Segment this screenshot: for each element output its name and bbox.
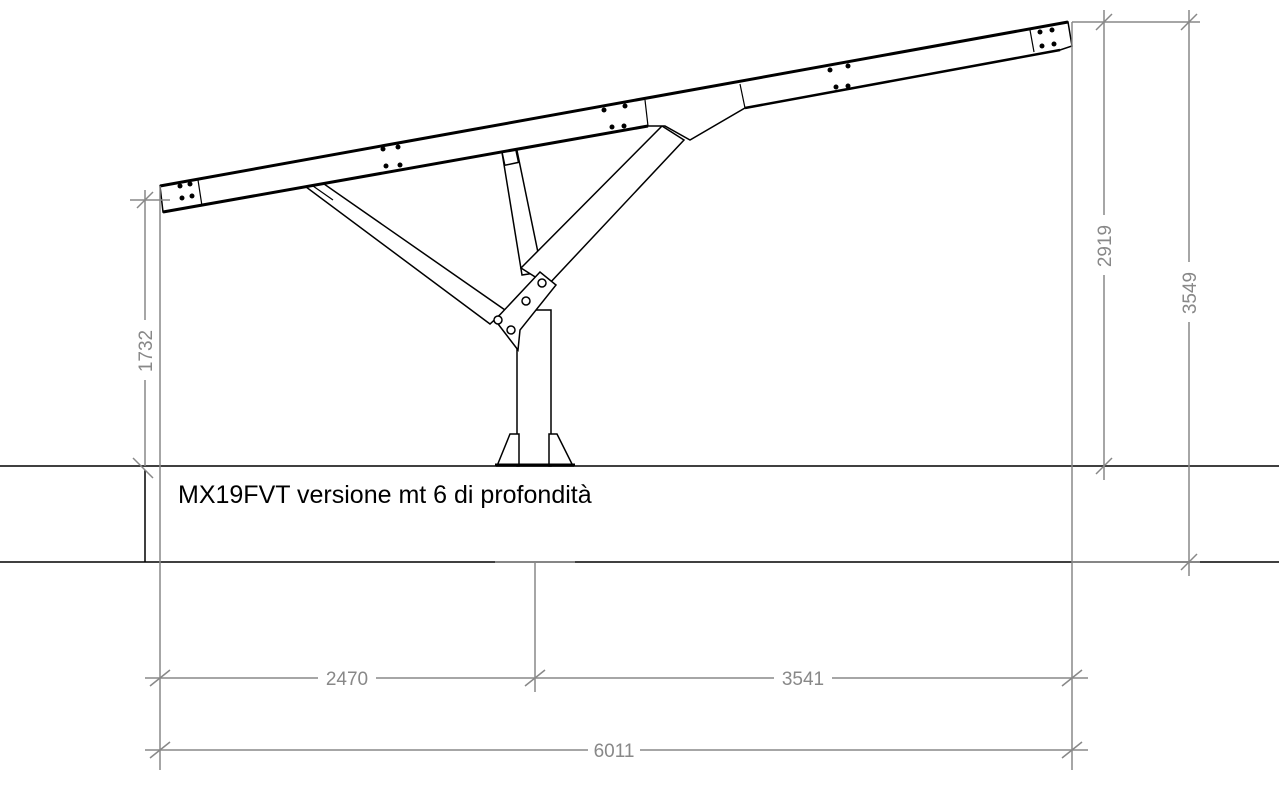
left-foot <box>495 433 520 467</box>
roof-beam <box>159 20 1073 214</box>
dim-right-height-ground: 2919 <box>1095 225 1116 267</box>
right-strut <box>519 121 689 286</box>
right-foot <box>548 433 575 467</box>
dim-right-height-total: 3549 <box>1180 272 1201 314</box>
dim-span-total: 6011 <box>594 741 635 762</box>
main-post <box>493 270 575 467</box>
dim-span-right: 3541 <box>782 669 824 690</box>
left-strut <box>292 169 507 325</box>
dim-left-height: 1732 <box>136 330 157 372</box>
dim-span-left: 2470 <box>326 669 368 690</box>
drawing-title: MX19FVT versione mt 6 di profondità <box>178 481 592 509</box>
